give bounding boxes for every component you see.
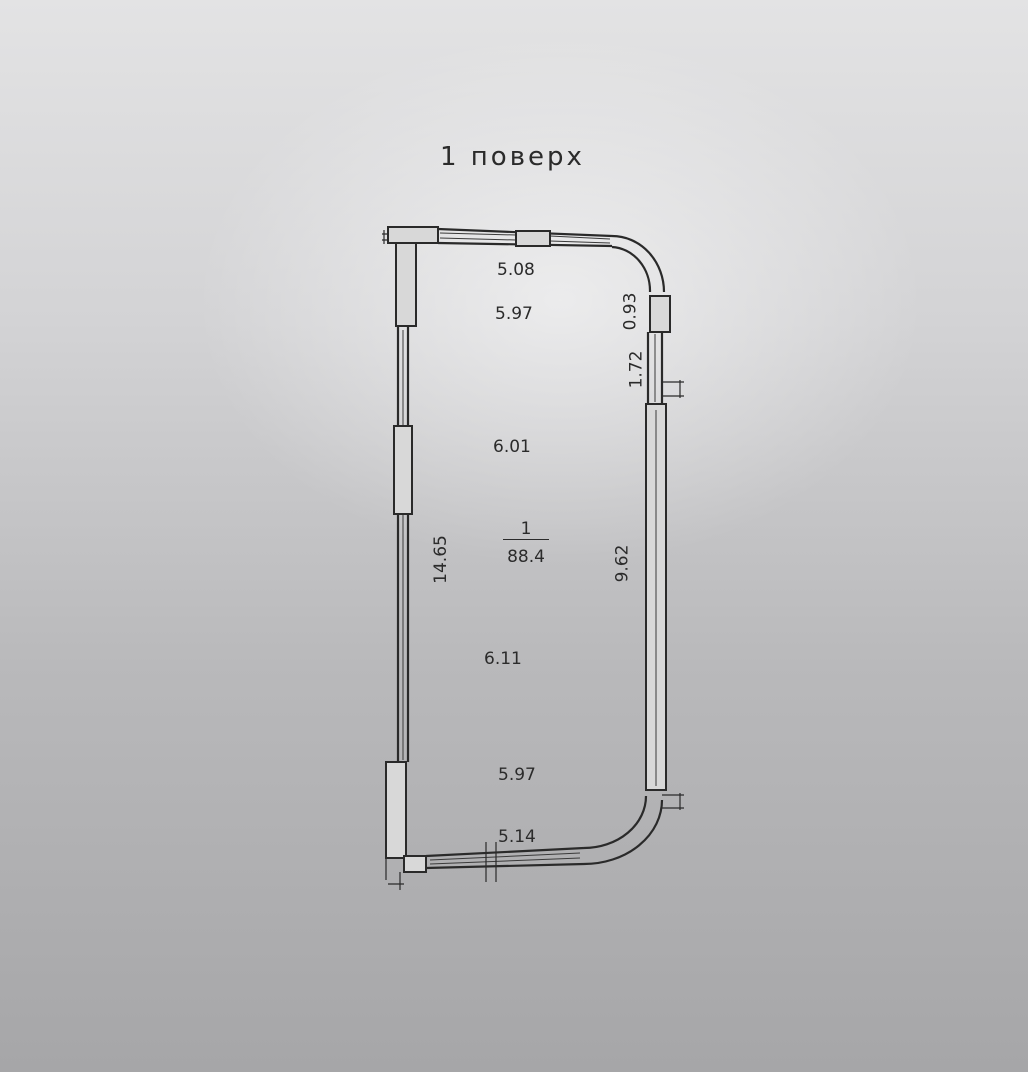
- top-wall: [382, 226, 613, 248]
- top-left-corner: [387, 226, 439, 244]
- right-pillar-upper: [649, 295, 671, 333]
- top-right-curve: [611, 234, 671, 333]
- dim-width-mid-upper: 6.01: [493, 437, 531, 457]
- dim-right-wall: 9.62: [612, 544, 633, 583]
- right-wall: [645, 332, 684, 810]
- bottom-wall: [385, 842, 585, 890]
- bottom-right-curve: [583, 795, 664, 866]
- room-area: 88.4: [507, 547, 545, 567]
- dim-left-wall: 14.65: [430, 535, 451, 584]
- dim-right-short-upper: 0.93: [620, 292, 641, 331]
- dim-bottom-wall: 5.14: [498, 827, 536, 847]
- dim-width-upper: 5.97: [495, 304, 533, 324]
- left-pillar-1: [395, 241, 417, 327]
- left-pillar-2: [393, 425, 413, 515]
- room-number: 1: [503, 521, 549, 540]
- floor-title: 1 поверх: [440, 142, 585, 172]
- top-pillar: [515, 230, 551, 247]
- left-wall: [385, 241, 417, 859]
- dim-top-wall: 5.08: [497, 260, 535, 280]
- dim-width-lower: 5.97: [498, 765, 536, 785]
- dim-width-mid-lower: 6.11: [484, 649, 522, 669]
- bottom-left-corner: [403, 855, 427, 873]
- left-pillar-3: [385, 761, 407, 859]
- dim-right-short-lower: 1.72: [626, 350, 647, 389]
